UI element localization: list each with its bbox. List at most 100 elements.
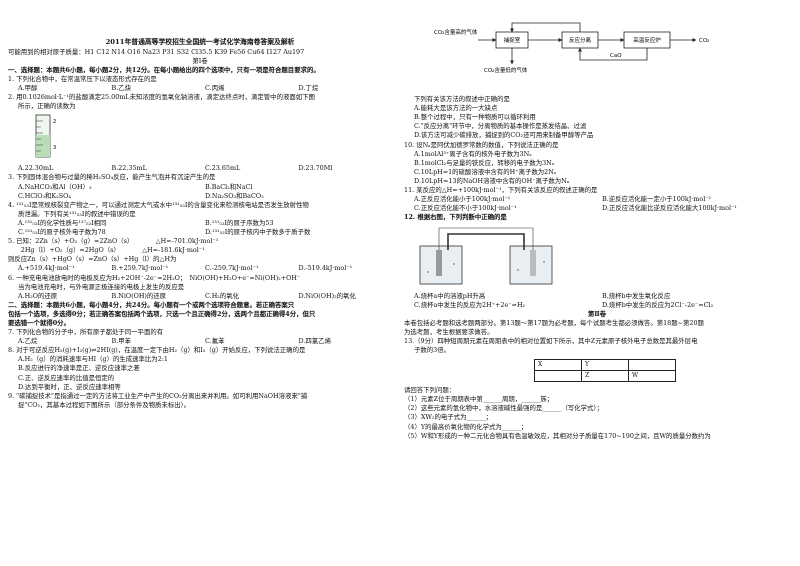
q5-line-1: 5. 已知：2Zn（s）+O₂（g）=2ZnO（s） △H=-701.0kJ·m… (8, 237, 219, 246)
q4-option-d: D.¹³¹₅₃I的原子核内中子数多于质子数 (205, 228, 311, 237)
periodic-table-fragment: X Y Z W (534, 359, 676, 383)
q1-options: A.甲醇 B.乙炔 C.丙烯 D.丁烷 (8, 84, 392, 93)
q2-option-a: A.22.30mL (18, 164, 54, 173)
q11-option-d: D.正反应活化能比逆反应活化能大100kJ·mol⁻¹ (602, 204, 737, 213)
svg-text:3: 3 (53, 145, 56, 151)
q9-option-c: C."反应分离"环节中，分离物质的基本操作是蒸发结晶、过滤 (414, 122, 587, 131)
q6-option-c: C.H₂的氧化 (205, 291, 239, 300)
q11-options-ab: A.正反应活化能小于100kJ·mol⁻¹ B.逆反应活化能一定小于100kJ·… (404, 195, 790, 204)
right-column: CO₂含量高的气体 捕捉室 反应分离 高温反应炉 CO₂ CO₂含量低的气体 C… (404, 0, 790, 441)
q2-stem: 2. 用0.1026mol·L⁻¹的盐酸滴定25.00mL未知浓度的氢氧化钠溶液… (8, 93, 315, 102)
q4-option-c: C.¹³¹₅₃I的原子核外电子数为78 (18, 228, 106, 237)
svg-text:2: 2 (53, 119, 56, 125)
q3-option-b: B.BaCl₂和NaCl (205, 182, 253, 191)
q11-option-a: A.正反应活化能小于100kJ·mol⁻¹ (414, 195, 511, 204)
q8-option-a: A.H₂（g）的消耗速率与HI（g）的生成速率比为2:1 (18, 355, 168, 364)
q4-option-a: A.¹³¹₅₃I的化学性质与¹²⁷₅₃I相同 (18, 218, 107, 227)
q1-option-d: D.丁烷 (298, 84, 319, 93)
q13-part-5: （5）W和Y形成的一种二元化合物具有色温敏效应，其相对分子质量在170~190之… (404, 431, 711, 440)
q7-option-a: A.乙烷 (18, 337, 38, 346)
q6-option-d: D.NiO(OH)₂的氧化 (298, 291, 356, 300)
q12-options-ab: A.烧杯a中的溶液pH升高 B.烧杯b中发生氧化反应 (404, 292, 790, 301)
electrochemical-cell-figure (419, 228, 553, 285)
q6-stem: 6. 一种充电电池放电时的电极反应为H₂+2OH⁻-2e⁻=2H₂O； NiO(… (8, 273, 301, 282)
q2-options: A.22.30mL B.22.35mL C.23.65mL D.23.70Ml (8, 164, 392, 173)
q5-option-c: C.-259.7kJ·mol⁻¹ (205, 264, 259, 273)
q7-options: A.乙烷 B.甲苯 C.氟苯 D.四氯乙烯 (8, 337, 392, 346)
volume-2-intro: 本卷包括必考题和选考题两部分。第13题～第17题为必考题，每个试题考生都必须做答… (404, 318, 704, 327)
q2-option-c: C.23.65mL (205, 164, 241, 173)
q5-option-d: D.-519.4kJ·mol⁻¹ (298, 264, 353, 273)
q5-options: A.+519.4kJ·mol⁻¹ B.+259.7kJ·mol⁻¹ C.-259… (8, 264, 392, 273)
q5-option-a: A.+519.4kJ·mol⁻¹ (18, 264, 75, 273)
left-column: 2011年普通高等学校招生全国统一考试化学海南卷答案及解析 可能用到的相对原子质… (8, 0, 392, 410)
q2-option-d: D.23.70Ml (298, 164, 333, 173)
q2-option-b: B.22.35mL (111, 164, 147, 173)
q1-stem: 1. 下列化合物中，在常温常压下以液态形式存在的是 (8, 74, 157, 83)
section-2-instructions-2: 包括一个选项，多选得0分；若正确答案包括两个选项，只选一个且正确得2分，选两个且… (8, 309, 316, 318)
q4-stem-cont: 质泄漏。下列有关¹³¹₅₃I的叙述中错误的是 (18, 209, 136, 218)
q11-options-cd: C.正反应活化能不小于100kJ·mol⁻¹ D.正反应活化能比逆反应活化能大1… (404, 204, 790, 213)
exam-title: 2011年普通高等学校招生全国统一考试化学海南卷答案及解析 (105, 38, 295, 46)
q2-stem-cont: 所示，正确的读数为 (18, 102, 76, 111)
q6-options: A.H₂O的还原 B.NiO(OH)的还原 C.H₂的氧化 D.NiO(OH)₂… (8, 292, 392, 301)
q10-option-c: C.10LpH=1的硫酸溶液中含有的H⁺离子数为2Nₐ (414, 167, 557, 176)
q9-option-b: B.整个过程中，只有一种物质可以循环利用 (414, 113, 536, 122)
q3-options-cd: C.HClO₃和K₂SO₄ D.Na₂SO₃和BaCO₃ (8, 192, 392, 201)
section-2-instructions-3: 要选错一个就得0分。 (8, 318, 70, 327)
q3-stem: 3. 下列固体混合物与过量的稀H₂SO₄反应，能产生气泡并有沉淀产生的是 (8, 173, 216, 182)
q10-stem: 10. 设Nₐ是阿伏加德罗常数的数值，下列说法正确的是 (404, 140, 559, 149)
q4-stem: 4. ¹³¹₅₃I是常规核裂变产物之一，可以通过测定大气或水中¹³¹₅₃I的含量… (8, 200, 309, 209)
pt-cell-x: X (534, 359, 582, 372)
q13-stem: 13.（9分）四种短周期元素在周期表中的相对位置如下所示，其中Z元素原子核外电子… (404, 336, 698, 345)
q8-stem: 8. 对于可逆反应H₂(g)+I₂(g)⇌2HI(g)，在温度一定下由H₂（g）… (8, 346, 306, 355)
section-2-instructions-1: 二、选择题：本题共6小题，每小题4分，共24分。每小题有一个或两个选项符合题意。… (8, 300, 295, 309)
q12-option-b: B.烧杯b中发生氧化反应 (602, 291, 671, 300)
q11-option-b: B.逆反应活化能一定小于100kJ·mol⁻¹ (602, 195, 712, 204)
q12-option-c: C.烧杯a中发生的反应为2H⁺+2e⁻=H₂ (414, 300, 526, 309)
q10-option-d: D.10LpH=13的NaOH溶液中含有的OH⁻离子数为Nₐ (414, 176, 570, 185)
q3-option-c: C.HClO₃和K₂SO₄ (18, 191, 71, 200)
q7-option-b: B.甲苯 (111, 337, 132, 346)
volume-1-heading: 第Ⅰ卷 (192, 56, 208, 65)
q12-options-cd: C.烧杯a中发生的反应为2H⁺+2e⁻=H₂ D.烧杯b中发生的反应为2Cl⁻-… (404, 301, 790, 310)
q13-part-4: （4）Y的最高价氧化物的化学式为______； (404, 422, 528, 431)
furnace-label: 高温反应炉 (633, 36, 661, 44)
q12-option-d: D.烧杯b中发生的反应为2Cl⁻-2e⁻=Cl₂ (602, 300, 714, 309)
q9-option-d: D.该方法可减少碳排放，捕捉到的CO₂还可用来制备甲醇等产品 (414, 131, 594, 140)
atomic-masses: 可能用到的相对原子质量：H1 C12 N14 O16 Na23 P31 S32 … (8, 47, 305, 56)
section-1-instructions: 一、选择题：本题共6小题，每小题2分，共12分。在每小题给出的四个选项中，只有一… (8, 65, 320, 74)
q11-stem: 11. 某反应的△H=+100kJ·mol⁻¹，下列有关该反应的叙述正确的是 (404, 186, 598, 195)
q5-line-3: 则反应Zn（s）+HgO（s）=ZnO（s）+Hg（l）的△H为 (8, 255, 177, 264)
q6-option-a: A.H₂O的还原 (18, 291, 58, 300)
capture-room-label: 捕捉室 (504, 36, 521, 44)
q10-option-b: B.1molCl₂与足量的铁反应，转移的电子数为3Nₐ (414, 158, 555, 167)
diagram-cao-label: CaO (610, 53, 622, 59)
q9-question: 下列有关该方法的叙述中正确的是 (414, 95, 510, 104)
diagram-input-label: CO₂含量高的气体 (434, 28, 478, 36)
q1-option-c: C.丙烯 (205, 84, 225, 93)
q11-option-c: C.正反应活化能不小于100kJ·mol⁻¹ (414, 204, 517, 213)
pt-cell-empty-1 (628, 359, 676, 372)
q9-stem-cont: 捉"CO₂，其基本过程如下图所示（部分条件及物质未标出）。 (18, 400, 191, 409)
q4-options-ab: A.¹³¹₅₃I的化学性质与¹²⁷₅₃I相同 B.¹³¹₅₃I的原子序数为53 (8, 219, 392, 228)
pt-cell-w: W (628, 370, 676, 383)
q3-option-a: A.NaHCO₃和Al（OH）₃ (18, 182, 92, 191)
q1-option-a: A.甲醇 (18, 84, 38, 93)
q13-stem-cont: 子数的3倍。 (414, 346, 451, 355)
q9-option-a: A.能耗大是该方法的一大缺点 (414, 104, 498, 113)
q8-option-d: D.达到平衡时，正、逆反应速率相等 (18, 382, 121, 391)
diagram-output-label: CO₂ (699, 38, 709, 44)
q6-option-b: B.NiO(OH)的还原 (111, 291, 167, 300)
q3-option-d: D.Na₂SO₃和BaCO₃ (205, 191, 264, 200)
q7-option-d: D.四氯乙烯 (298, 337, 332, 346)
q5-option-b: B.+259.7kJ·mol⁻¹ (111, 264, 169, 273)
q7-stem: 7. 下列化合物的分子中，所有原子都处于同一平面的有 (8, 328, 164, 337)
q3-options-ab: A.NaHCO₃和Al（OH）₃ B.BaCl₂和NaCl (8, 183, 392, 192)
volume-2-intro-cont: 为选考题，考生根据要求做答。 (404, 327, 494, 336)
burette-figure: 2 3 (35, 114, 56, 158)
q10-option-a: A.1molAl³⁺离子含有的核外电子数为3Nₐ (414, 149, 532, 158)
q9-stem: 9. "碳捕捉技术"是指通过一定的方法将工业生产中产生的CO₂分离出来并利用。如… (8, 391, 308, 400)
q13-part-3: （3）XW₂的电子式为______； (404, 413, 493, 422)
